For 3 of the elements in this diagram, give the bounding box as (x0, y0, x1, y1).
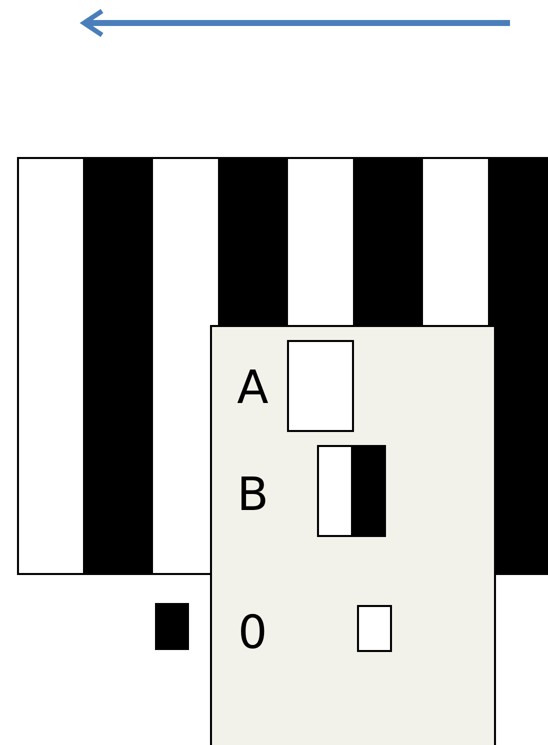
row-label: A (237, 364, 268, 410)
row-label: 0 (238, 609, 268, 655)
row-label: B (237, 471, 269, 517)
